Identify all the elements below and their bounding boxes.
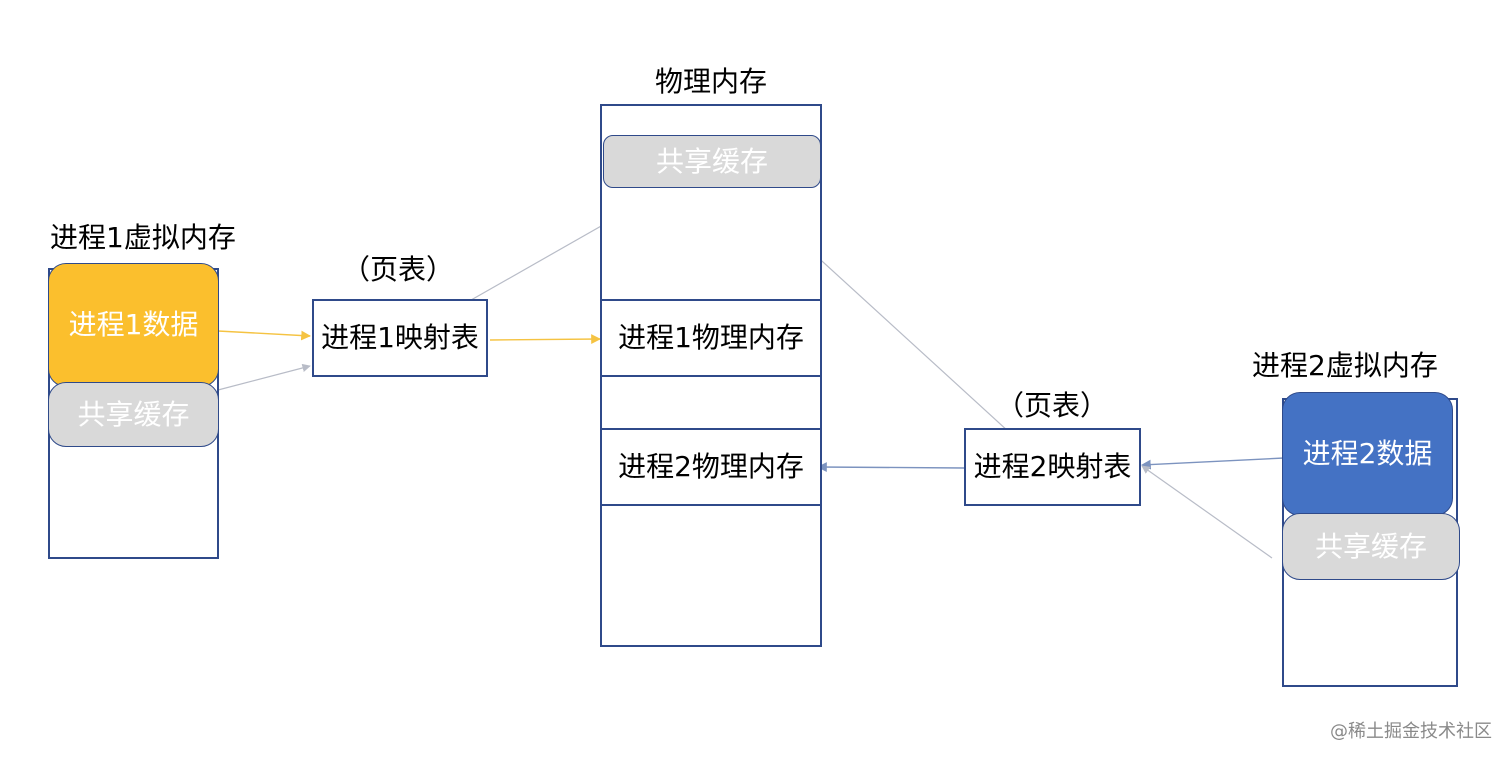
process1-physical-memory-block: 进程1物理内存 xyxy=(600,299,822,377)
process2-data-label: 进程2数据 xyxy=(1302,437,1433,470)
process1-data-label: 进程1数据 xyxy=(68,308,199,341)
process1-physical-memory-label: 进程1物理内存 xyxy=(618,321,804,354)
arrow-p1-data-to-map1 xyxy=(217,330,311,341)
arrow-map1-to-phys1 xyxy=(489,334,601,344)
process2-page-table-label: （页表） xyxy=(996,389,1109,422)
process2-shared-cache-label: 共享缓存 xyxy=(1314,529,1427,563)
process1-mapping-table-label: 进程1映射表 xyxy=(321,321,479,354)
process2-shared-cache-block: 共享缓存 xyxy=(1282,513,1460,580)
process1-data-block: 进程1数据 xyxy=(48,263,219,387)
arrow-p2-data-to-map2 xyxy=(1141,457,1285,470)
process2-physical-memory-block: 进程2物理内存 xyxy=(600,428,822,506)
process1-shared-cache-label: 共享缓存 xyxy=(77,397,190,431)
arrow-p2-shared-to-map2 xyxy=(1141,465,1273,559)
physical-shared-cache-label: 共享缓存 xyxy=(655,144,768,178)
process1-page-table-label: （页表） xyxy=(342,253,455,286)
process2-data-block: 进程2数据 xyxy=(1282,392,1453,516)
process1-mapping-table: 进程1映射表 xyxy=(312,299,488,377)
process2-virtual-memory-title: 进程2虚拟内存 xyxy=(1252,349,1438,382)
watermark: @稀土掘金技术社区 xyxy=(1330,721,1492,742)
process2-mapping-table-label: 进程2映射表 xyxy=(973,450,1132,483)
process1-shared-cache-block: 共享缓存 xyxy=(48,382,219,447)
process1-virtual-memory-title: 进程1虚拟内存 xyxy=(50,221,236,254)
arrow-p1-shared-to-map1 xyxy=(217,363,311,391)
process2-physical-memory-label: 进程2物理内存 xyxy=(618,450,804,483)
physical-shared-cache-block: 共享缓存 xyxy=(603,135,821,188)
process2-mapping-table: 进程2映射表 xyxy=(964,428,1141,506)
physical-memory-title: 物理内存 xyxy=(654,65,767,98)
arrow-map2-to-phys2 xyxy=(817,462,965,472)
